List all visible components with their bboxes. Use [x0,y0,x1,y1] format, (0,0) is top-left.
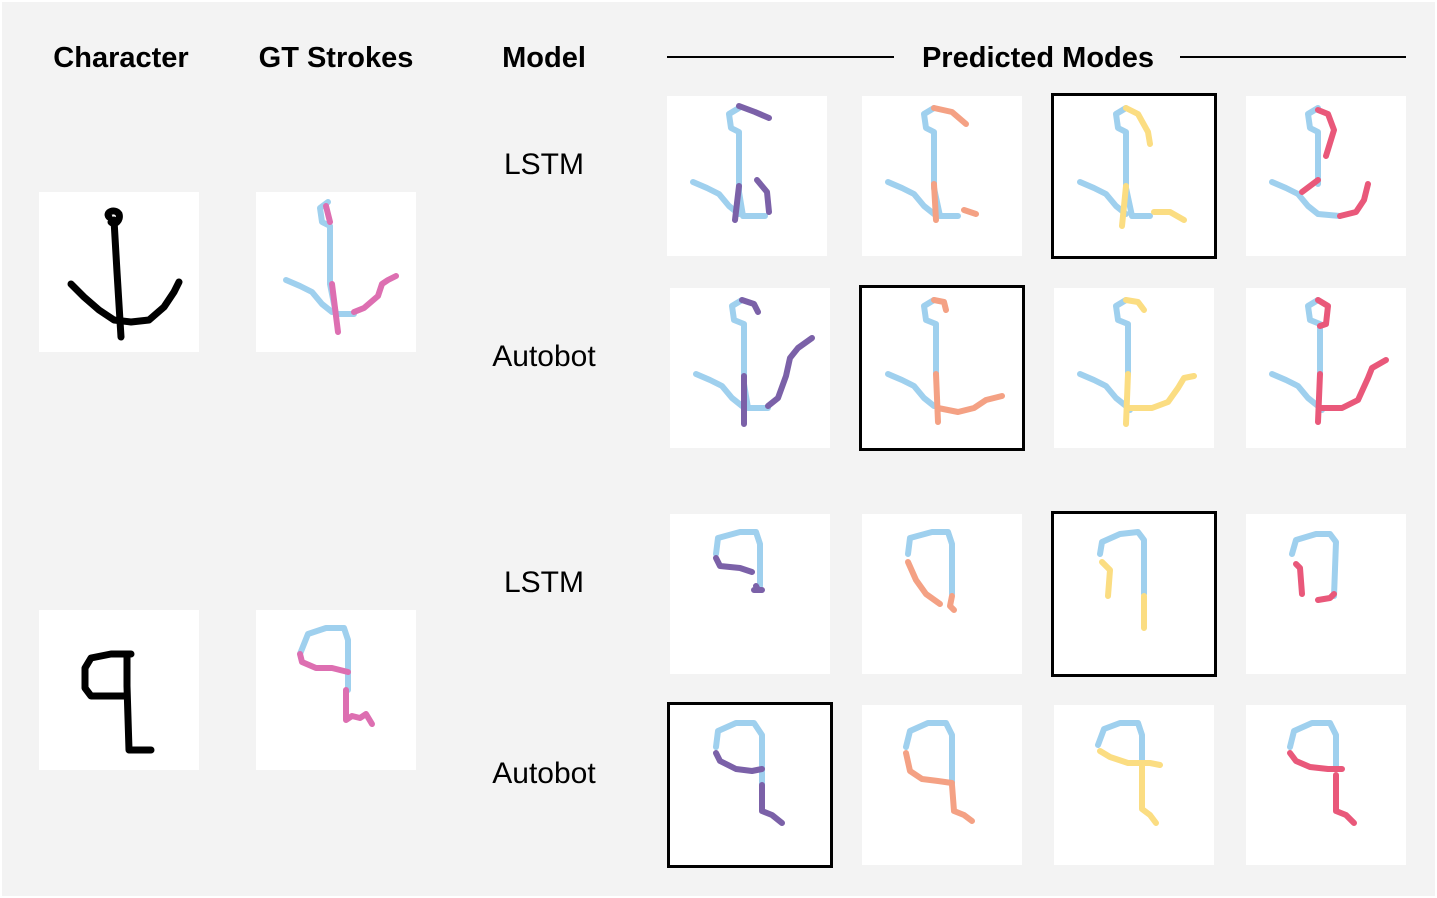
gt-stroke-left-arm [283,277,335,315]
mode-panel-autobot2-0 [667,702,833,868]
mode-panel-lstm2-2 [1051,511,1217,677]
model-label-lstm-2: LSTM [503,566,584,599]
mode-panel-autobot1-0 [670,288,830,448]
mode-panel-lstm1-3 [1246,96,1406,256]
mode-panel-lstm1-1 [862,96,1022,256]
mode-panel-autobot1-2 [1054,288,1214,448]
header-rule-left [667,56,894,58]
mode-panel-lstm2-3 [1246,514,1406,674]
model-label-lstm-1: LSTM [503,148,584,181]
gt-stroke-base [317,199,357,317]
header-rule-right [1180,56,1406,58]
mode-panel-lstm2-0 [670,514,830,674]
header-character: Character [53,42,189,74]
mode-panel-autobot1-3 [1246,288,1406,448]
header-model: Model [502,42,586,74]
mode-panel-lstm1-0 [667,96,827,256]
mode-panel-lstm1-2 [1051,93,1217,259]
mode-panel-autobot2-2 [1054,705,1214,865]
header-predicted-modes: Predicted Modes [921,42,1155,74]
gt-strokes-anchor [256,192,416,352]
mode-panel-autobot2-3 [1246,705,1406,865]
character-image-nine [39,610,199,770]
mode-panel-autobot1-1 [859,285,1025,451]
mode-panel-lstm2-1 [862,514,1022,674]
gt-stroke-pink [323,203,399,335]
mode-panel-autobot2-1 [862,705,1022,865]
model-label-autobot-2: Autobot [492,757,596,790]
header-gt-strokes: GT Strokes [258,42,414,74]
model-label-autobot-1: Autobot [492,340,596,373]
gt-strokes-nine [256,610,416,770]
character-image-anchor [39,192,199,352]
